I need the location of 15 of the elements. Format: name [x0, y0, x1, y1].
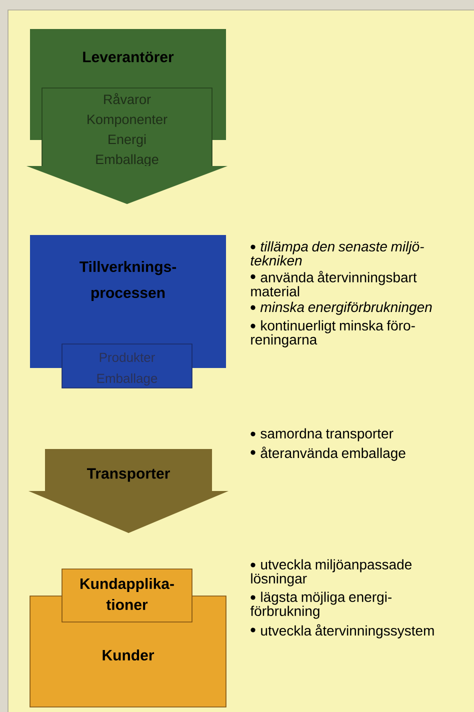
bullet-item: samordna transporter: [250, 428, 394, 442]
bullet-item: lägsta möjliga energi- förbrukning: [250, 592, 392, 619]
block-arrow: [29, 490, 228, 533]
bullet-item: återanvända emballage: [250, 446, 406, 461]
inner-box: Råvaror Komponenter Energi Emballage: [42, 88, 212, 167]
tab-box: Produkter Emballage: [62, 344, 192, 388]
block-arrow: [28, 166, 226, 204]
node-label: Tillverknings- processen: [80, 261, 176, 301]
bullet-item: kontinuerligt minska föro- reningarna: [250, 320, 415, 348]
tab-box: Kundapplika- tioner: [62, 568, 192, 622]
bullet-item: minska energiförbrukningen: [250, 302, 432, 315]
bullet-item: utveckla återvinningssystem: [250, 624, 434, 638]
node-label: Leverantörer: [83, 52, 174, 62]
bullet-item: utveckla miljöanpassade lösningar: [250, 559, 412, 586]
node-label: Transporter: [86, 468, 170, 482]
